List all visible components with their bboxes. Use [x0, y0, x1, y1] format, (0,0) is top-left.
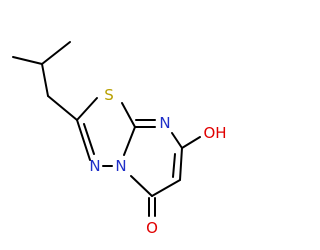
bond-c2-n3-single	[76, 119, 91, 161]
hydroxyl-label: OH	[203, 124, 226, 142]
bond-s-c8a	[121, 102, 136, 128]
bond-n4-c8a	[123, 126, 136, 156]
bond-c6-c5	[151, 179, 181, 197]
bond-c7-c6-double	[172, 153, 176, 178]
molecule-structure: S N N N OH O	[12, 41, 227, 237]
sulfur-atom-label: S	[104, 86, 114, 104]
bond-methyl-left	[12, 56, 43, 65]
bond-n8-c7	[171, 132, 183, 149]
bond-c5-n4	[130, 175, 153, 197]
bond-isobutyl-ch2-upper	[41, 63, 49, 97]
bond-isobutyl-ch2-lower	[47, 95, 78, 121]
nitrogen-atom-label-left: N	[89, 157, 100, 175]
bond-methyl-right	[41, 41, 71, 65]
nitrogen-atom-label-bridge: N	[115, 157, 126, 175]
bond-c7-oh	[181, 136, 201, 149]
bond-c2-n3-double	[83, 123, 95, 155]
bond-c7-c6-single	[179, 147, 183, 181]
carbonyl-oxygen-label: O	[146, 219, 158, 237]
nitrogen-atom-label-upper: N	[159, 114, 170, 132]
bond-c2-s	[76, 97, 98, 121]
